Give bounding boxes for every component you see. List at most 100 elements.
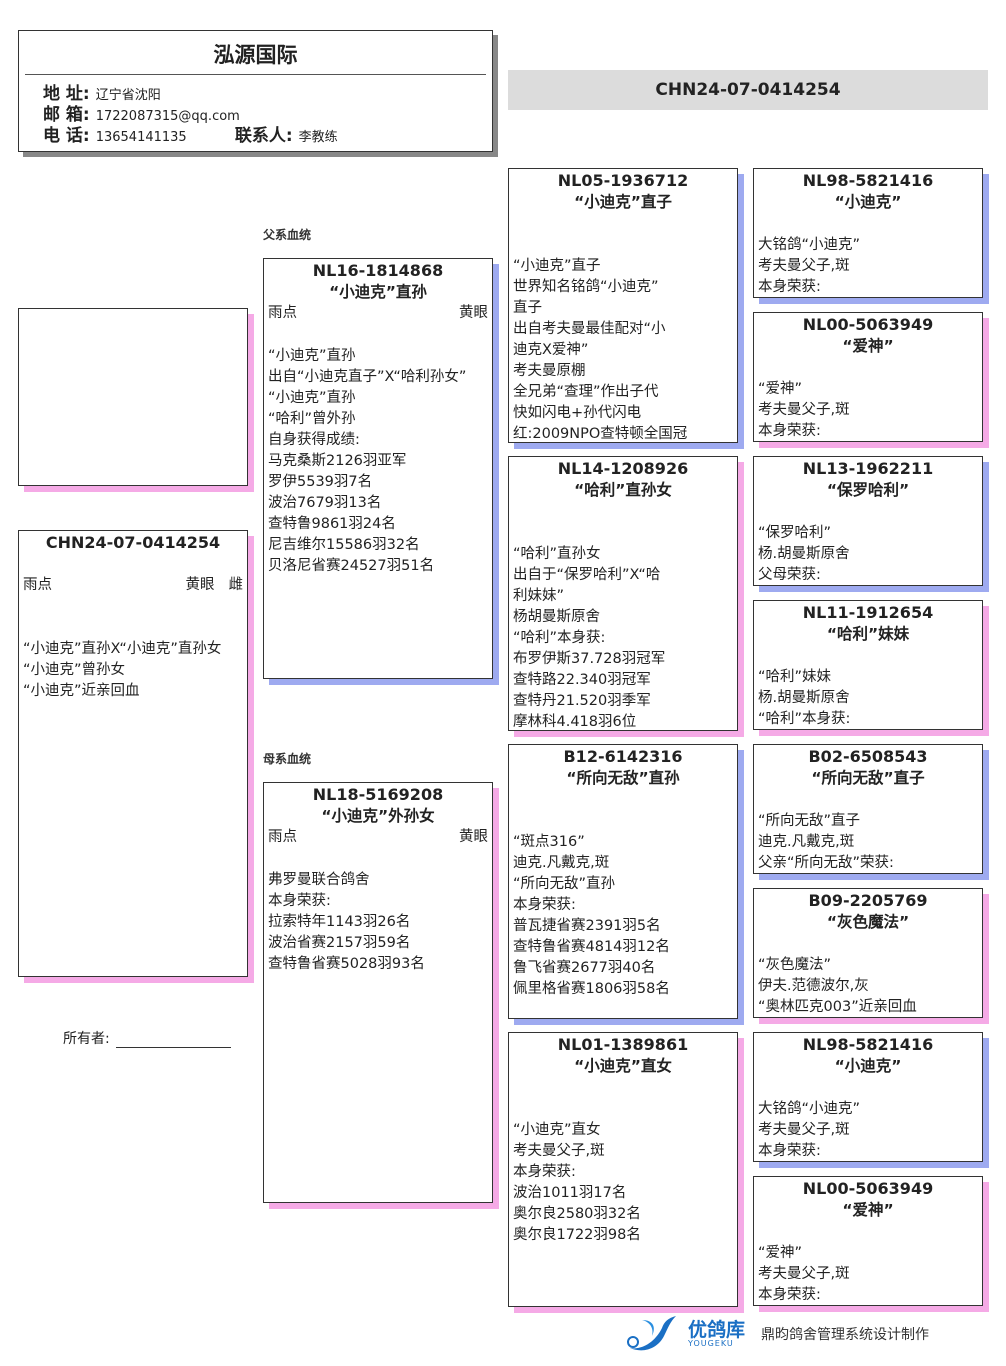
note-line: 查特丹21.520羽季军 bbox=[513, 693, 651, 709]
card-notes: 弗罗曼联合鸽舍本身荣获:拉索特年1143羽26名波治省赛2157羽59名查特鲁省… bbox=[264, 870, 492, 975]
sire-section-label: 父系血统 bbox=[263, 228, 312, 242]
note-line: “所向无敌”直子 bbox=[758, 813, 861, 829]
card-notes: “哈利”直孙女出自于“保罗哈利”X“哈利妹妹” 杨胡曼斯原舍 “哈利”本身获: 布罗伊… bbox=[509, 544, 737, 730]
note-line: 查特鲁9861羽24名 bbox=[268, 516, 396, 532]
ring-number-title: CHN24-07-0414254 bbox=[508, 70, 988, 110]
pigeon-name: “灰色魔法” bbox=[826, 913, 910, 931]
ring-number: NL11-1912654 bbox=[802, 603, 934, 622]
ring-number: NL00-5063949 bbox=[802, 315, 934, 334]
note-line: 直子 bbox=[513, 300, 542, 316]
ring-number: CHN24-07-0414254 bbox=[45, 533, 221, 552]
phone-row: 电 话:13654141135 联系人:李教练 bbox=[43, 126, 338, 148]
note-line: 出自于“保罗哈利”X“哈 bbox=[513, 567, 661, 583]
great-grandparent-card: B09-2205769 “灰色魔法” “灰色魔法” 伊夫.范德波尔,灰 “奥林匹克003… bbox=[753, 888, 983, 1018]
note-line: 全兄弟“查理”作出子代 bbox=[513, 384, 659, 400]
contact-value: 李教练 bbox=[298, 130, 338, 145]
note-line: “小迪克”近亲回血 bbox=[23, 683, 140, 699]
owner-signature-line bbox=[115, 1033, 231, 1048]
grandparent-card: B12-6142316“所向无敌”直孙“斑点316”迪克.凡戴克,斑“所向无敌”… bbox=[508, 744, 738, 1019]
note-line: 查特鲁省赛4814羽12名 bbox=[513, 939, 670, 955]
note-line: 考夫曼原棚 bbox=[513, 363, 586, 379]
note-line: 鲁飞省赛2677羽40名 bbox=[513, 960, 656, 976]
ring-number: NL14-1208926 bbox=[557, 459, 689, 478]
note-line: 佩里格省赛1806羽58名 bbox=[513, 981, 670, 997]
email-row: 邮 箱:1722087315@qq.com bbox=[43, 105, 240, 127]
ring-number: NL98-5821416 bbox=[802, 171, 934, 190]
card-notes: “保罗哈利” 杨.胡曼斯原舍父母荣获: bbox=[754, 523, 982, 585]
eye-sex-group: 黄眼 bbox=[459, 827, 488, 848]
footer: 优鸽库 YOUGEKU 鼎昀鸽舍管理系统设计制作 bbox=[620, 1312, 1000, 1356]
note-line: 考夫曼父子,斑 bbox=[758, 258, 850, 274]
note-line: 迪克.凡戴克,斑 bbox=[513, 855, 610, 871]
note-line: 快如闪电+孙代闪电 bbox=[513, 405, 642, 421]
dam-card: NL18-5169208“小迪克”外孙女雨点黄眼弗罗曼联合鸽舍本身荣获:拉索特年… bbox=[263, 782, 493, 1203]
note-line: “保罗哈利” bbox=[758, 525, 832, 541]
note-line: 摩林科4.418羽6位 bbox=[513, 714, 637, 730]
note-line: “爱神” bbox=[758, 381, 803, 397]
eye-color: 黄眼 bbox=[185, 577, 215, 593]
address-label: 地 址: bbox=[43, 84, 90, 104]
loft-header: 泓源国际 地 址:辽宁省沈阳 邮 箱:1722087315@qq.com 电 话… bbox=[18, 30, 493, 152]
note-line: 红:2009NPO查特顿全国冠 bbox=[513, 426, 688, 442]
ring-number: B12-6142316 bbox=[563, 747, 683, 766]
yougeku-logo-icon bbox=[627, 1316, 676, 1351]
pigeon-name: “小迪克” bbox=[834, 193, 902, 211]
note-line: “哈利”直孙女 bbox=[513, 546, 601, 562]
note-line: 布罗伊斯37.728羽冠军 bbox=[513, 651, 666, 667]
note-line: 杨.胡曼斯原舍 bbox=[758, 690, 850, 706]
grandparent-card: NL14-1208926 “哈利”直孙女“哈利”直孙女出自于“保罗哈利”X“哈利妹… bbox=[508, 456, 738, 731]
note-line: 波治省赛2157羽59名 bbox=[268, 935, 411, 951]
note-line: “斑点316” bbox=[513, 834, 585, 850]
pigeon-name: “保罗哈利” bbox=[826, 481, 910, 499]
great-grandparent-card: B02-6508543“所向无敌”直子“所向无敌”直子迪克.凡戴克,斑父亲“所向… bbox=[753, 744, 983, 874]
sex: 雌 bbox=[228, 577, 244, 593]
note-line: 贝洛尼省赛24527羽51名 bbox=[268, 558, 435, 574]
note-line: 查特路22.340羽冠军 bbox=[513, 672, 651, 688]
note-line: “哈利”本身获: bbox=[513, 630, 606, 646]
great-grandparent-card: NL11-1912654“哈利”妹妹“哈利”妹妹杨.胡曼斯原舍“哈利”本身获: bbox=[753, 600, 983, 730]
grandparent-card: NL05-1936712“小迪克”直子“小迪克”直子世界知名铭鸽“小迪克”直子出… bbox=[508, 168, 738, 443]
note-line: 本身荣获: bbox=[758, 1287, 821, 1303]
credit-text: 鼎昀鸽舍管理系统设计制作 bbox=[761, 1327, 930, 1343]
note-line: 利妹妹” bbox=[513, 588, 565, 604]
note-line: 本身荣获: bbox=[758, 279, 821, 295]
pigeon-name: “哈利”妹妹 bbox=[826, 625, 910, 643]
note-line: 本身荣获: bbox=[268, 893, 331, 909]
dam-section-label: 母系血统 bbox=[263, 752, 312, 766]
note-line: 普瓦捷省赛2391羽5名 bbox=[513, 918, 661, 934]
note-line: “小迪克”直孙X“小迪克”直孙女 bbox=[23, 641, 222, 657]
note-line: 杨胡曼斯原舍 bbox=[513, 609, 600, 625]
ring-number: B09-2205769 bbox=[808, 891, 928, 910]
grandparent-card: NL01-1389861“小迪克”直女“小迪克”直女考夫曼父子,斑本身荣获:波治… bbox=[508, 1032, 738, 1307]
note-line: 马克桑斯2126羽亚军 bbox=[268, 453, 407, 469]
photo-placeholder bbox=[18, 308, 248, 486]
note-line: “灰色魔法” bbox=[758, 957, 832, 973]
plumage-color: 雨点 bbox=[268, 829, 297, 845]
note-line: “哈利”妹妹 bbox=[758, 669, 832, 685]
note-line: “奥林匹克003”近亲回血 bbox=[758, 999, 917, 1015]
note-line: 自身获得成绩: bbox=[268, 432, 360, 448]
note-line: 杨.胡曼斯原舍 bbox=[758, 546, 850, 562]
note-line: 考夫曼父子,斑 bbox=[513, 1143, 605, 1159]
note-line: 弗罗曼联合鸽舍 bbox=[268, 872, 370, 888]
note-line: 出自“小迪克直子”X“哈利孙女” bbox=[268, 369, 467, 385]
note-line: 拉索特年1143羽26名 bbox=[268, 914, 411, 930]
note-line: 罗伊5539羽7名 bbox=[268, 474, 373, 490]
pigeon-name: “小迪克” bbox=[834, 1057, 902, 1075]
address-value: 辽宁省沈阳 bbox=[95, 88, 161, 103]
plumage-color: 雨点 bbox=[268, 305, 297, 321]
note-line: “小迪克”直孙 bbox=[268, 390, 356, 406]
card-notes: “灰色魔法” 伊夫.范德波尔,灰 “奥林匹克003”近亲回血 bbox=[754, 955, 982, 1017]
note-line: 大铭鸽“小迪克” bbox=[758, 1101, 861, 1117]
note-line: 父母荣获: bbox=[758, 567, 821, 583]
note-line: “小迪克”直孙 bbox=[268, 348, 356, 364]
ring-number: NL18-5169208 bbox=[312, 785, 444, 804]
note-line: 伊夫.范德波尔,灰 bbox=[758, 978, 869, 994]
note-line: 迪克.凡戴克,斑 bbox=[758, 834, 855, 850]
card-notes: “斑点316”迪克.凡戴克,斑“所向无敌”直孙本身荣获:普瓦捷省赛2391羽5名… bbox=[509, 832, 737, 1000]
card-notes: “小迪克”直孙X“小迪克”直孙女“小迪克”曾孙女“小迪克”近亲回血 bbox=[19, 639, 247, 702]
note-line: 尼吉维尔15586羽32名 bbox=[268, 537, 420, 553]
pigeon-name: “所向无敌”直子 bbox=[811, 769, 925, 787]
card-notes: “爱神”考夫曼父子,斑本身荣获: bbox=[754, 379, 982, 441]
color-eye-row: 雨点黄眼 bbox=[264, 303, 492, 324]
